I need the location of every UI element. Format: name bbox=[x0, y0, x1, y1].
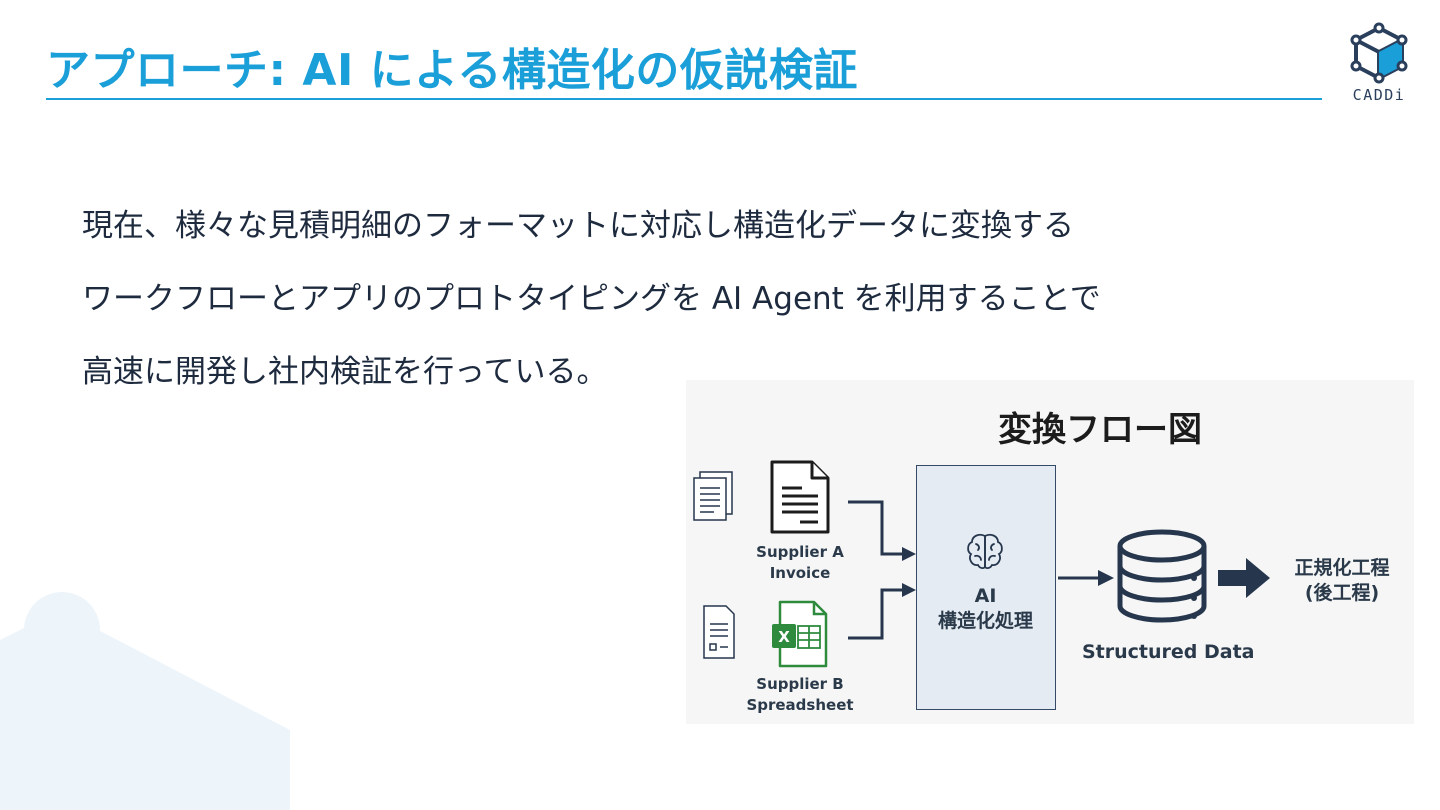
database-icon bbox=[1117, 529, 1207, 623]
body-line-2: ワークフローとアプリのプロトタイピングを AI Agent を利用することで bbox=[82, 281, 1101, 317]
supplier-a-type: Invoice bbox=[769, 564, 831, 582]
document-icon bbox=[770, 460, 830, 534]
logo-wordmark: CADDi bbox=[1352, 86, 1406, 104]
structured-data-label: Structured Data bbox=[1082, 641, 1255, 663]
next-step-subtitle: (後工程) bbox=[1304, 582, 1380, 604]
body-text: 現在、様々な見積明細のフォーマットに対応し構造化データに変換する ワークフローと… bbox=[82, 204, 1101, 423]
conversion-flow-diagram: 変換フロー図 bbox=[686, 380, 1414, 724]
body-line-1: 現在、様々な見積明細のフォーマットに対応し構造化データに変換する bbox=[82, 208, 1074, 244]
diagram-title: 変換フロー図 bbox=[998, 410, 1202, 450]
supplier-a-name: Supplier A bbox=[756, 543, 844, 561]
database-led-dots bbox=[1191, 575, 1197, 619]
input-connector-arrows bbox=[848, 500, 904, 640]
small-form-icon bbox=[703, 605, 735, 659]
supplier-b-label: Supplier B Spreadsheet bbox=[742, 674, 858, 716]
ai-process-box: AI 構造化処理 bbox=[916, 465, 1056, 710]
company-logo: CADDi bbox=[1344, 20, 1414, 106]
arrow-head-b bbox=[902, 583, 916, 597]
cube-logo-icon bbox=[1350, 22, 1408, 84]
ai-process-title: AI bbox=[974, 585, 997, 607]
supplier-b-name: Supplier B bbox=[756, 675, 844, 693]
body-line-3: 高速に開発し社内検証を行っている。 bbox=[82, 354, 608, 390]
title-underline bbox=[46, 98, 1322, 100]
next-step-label: 正規化工程 (後工程) bbox=[1278, 556, 1406, 606]
svg-text:X: X bbox=[778, 628, 790, 646]
diagram-graphics: X bbox=[693, 460, 1270, 668]
brain-icon bbox=[967, 533, 1003, 570]
process-arrow-head bbox=[1098, 570, 1114, 586]
supplier-b-type: Spreadsheet bbox=[746, 696, 854, 714]
ai-process-subtitle: 構造化処理 bbox=[937, 610, 1033, 632]
excel-icon: X bbox=[772, 600, 828, 668]
next-step-arrow bbox=[1218, 558, 1270, 598]
page-title: アプローチ: AI による構造化の仮説検証 bbox=[46, 45, 858, 96]
small-document-icon bbox=[693, 471, 733, 521]
next-step-title: 正規化工程 bbox=[1294, 557, 1390, 579]
supplier-a-label: Supplier A Invoice bbox=[748, 542, 852, 584]
arrow-head-a bbox=[902, 547, 916, 561]
ai-process-label: AI 構造化処理 bbox=[917, 584, 1054, 634]
